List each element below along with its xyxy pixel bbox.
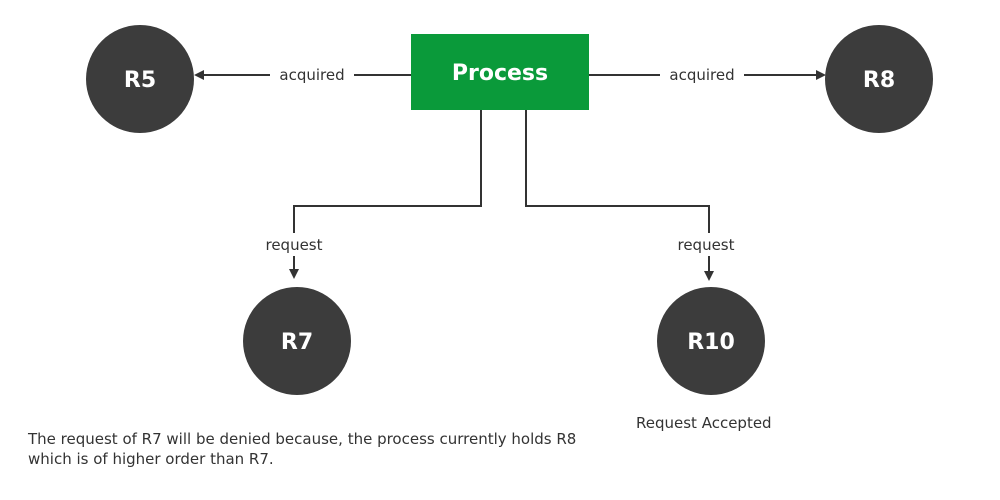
process-label: Process	[452, 61, 548, 86]
process-box	[411, 34, 589, 110]
r10-status-caption: Request Accepted	[636, 414, 772, 432]
edge-process-to-r5: acquired	[194, 66, 412, 84]
resource-node-r5: R5	[86, 25, 194, 133]
edge-label-process-to-r8: acquired	[669, 66, 734, 84]
process-node: Process	[411, 34, 589, 110]
resource-circle-r5	[86, 25, 194, 133]
resource-circle-r7	[243, 287, 351, 395]
edge-line-process-to-r7-segment	[293, 110, 482, 233]
edge-label-process-to-r10: request	[677, 236, 734, 254]
explanation-note: The request of R7 will be denied because…	[28, 430, 577, 468]
resource-circle-r10	[657, 287, 765, 395]
resource-label-r10: R10	[687, 330, 735, 355]
resource-node-r8: R8	[825, 25, 933, 133]
resource-label-r7: R7	[281, 330, 313, 355]
edge-process-to-r7: request	[265, 110, 482, 279]
edge-label-process-to-r5: acquired	[279, 66, 344, 84]
edge-process-to-r8: acquired	[588, 66, 826, 84]
resource-label-r5: R5	[124, 68, 156, 93]
resource-node-r7: R7	[243, 287, 351, 395]
resource-label-r8: R8	[863, 68, 895, 93]
edge-label-process-to-r7: request	[265, 236, 322, 254]
resource-node-r10: R10	[657, 287, 765, 395]
edge-process-to-r10: request	[525, 110, 735, 281]
edge-line-process-to-r10-segment	[525, 110, 710, 233]
resource-circle-r8	[825, 25, 933, 133]
